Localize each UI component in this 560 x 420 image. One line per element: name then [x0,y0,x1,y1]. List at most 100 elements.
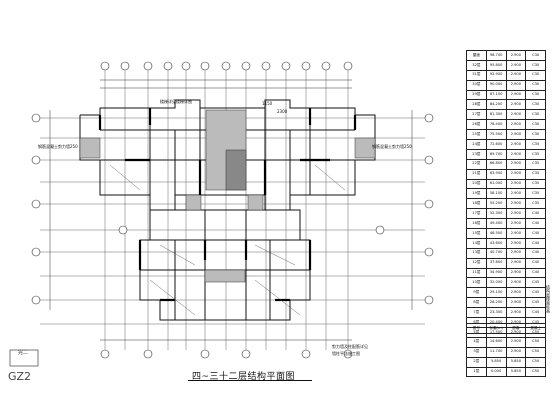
note-line-1: 剪力墙及柱配筋详见 [332,344,368,349]
table-cell: 7层 [466,307,487,319]
table-cell: C30 [525,99,546,111]
table-cell: 4层 [466,336,487,348]
table-cell: 66.800 [485,158,507,170]
table-cell: 87.100 [485,89,507,101]
table-cell: 34.900 [485,267,507,279]
table-cell: 92.900 [485,69,507,81]
table-cell: 28层 [466,99,487,111]
table-cell: 78.400 [485,119,507,131]
table-cell: 1层 [466,366,487,378]
table-header-row: 层号标高(m)层高混凝土 [466,323,546,334]
table-cell: 2.900 [505,208,527,220]
table-cell: 52.300 [485,208,507,220]
table-cell: 2.900 [505,287,527,299]
table-cell: C40 [525,237,546,249]
table-cell: 2.900 [505,148,527,160]
table-header-cell: 层号 [466,323,487,334]
table-cell: 5.850 [485,356,507,368]
table-header-cell: 标高(m) [485,323,507,334]
table-cell: C50 [525,346,546,358]
table-cell: C50 [525,366,546,378]
table-cell: 75.500 [485,129,507,141]
table-cell: C40 [525,218,546,230]
table-cell: 90.000 [485,79,507,91]
table-cell: 2.900 [505,129,527,141]
table-cell: 55.200 [485,198,507,210]
slab-marks [109,164,346,316]
table-cell: C40 [525,208,546,220]
table-cell: 30层 [466,79,487,91]
table-cell: 11.700 [485,346,507,358]
table-cell: 84.200 [485,99,507,111]
table-cell: 69.700 [485,148,507,160]
table-cell: 2.900 [505,89,527,101]
table-cell: 2.900 [505,297,527,309]
detail-frame [9,349,39,367]
table-cell: 2.900 [505,168,527,180]
table-cell: 8层 [466,297,487,309]
table-cell: 10层 [466,277,487,289]
table-cell: 37.800 [485,257,507,269]
table-cell: 72.600 [485,139,507,150]
table-cell: 2.900 [505,158,527,170]
table-cell: 2.900 [505,277,527,289]
table-cell: 32层 [466,59,487,71]
table-cell: 20层 [466,178,487,190]
table-cell: 21层 [466,168,487,180]
table-cell: 2.900 [505,119,527,131]
stair-note: 楼梯详见楼梯详图 [160,98,192,104]
table-cell: C30 [525,89,546,101]
table-cell: 2.900 [505,198,527,210]
table-cell: 2.900 [505,109,527,121]
detail-label: GZ2 [8,370,32,383]
table-cell: C35 [525,139,546,150]
table-cell: 13层 [466,247,487,259]
table-cell: 2.900 [505,50,527,61]
table-cell: 2.900 [505,178,527,190]
table-cell: 63.900 [485,168,507,180]
table-cell: C35 [525,178,546,190]
table-cell: C45 [525,287,546,299]
table-cell: C50 [525,336,546,348]
table-cell: C40 [525,257,546,269]
table-cell: 24层 [466,139,487,150]
table-cell: C45 [525,277,546,289]
dim-top-b: 2300 [277,109,288,114]
note-line-2: 墙柱平法施工图 [332,351,360,356]
table-cell: 16层 [466,218,487,230]
table-cell: 2.900 [505,237,527,249]
table-cell: 2.900 [505,307,527,319]
table-cell: 26.200 [485,297,507,309]
table-cell: 58.100 [485,188,507,200]
table-cell: 26层 [466,119,487,131]
dimension-lines [49,79,413,341]
table-cell: 31层 [466,69,487,81]
dimension-labels: 1150 2300 钢筋混凝土剪力墙250 钢筋混凝土剪力墙250 楼梯详见楼梯… [38,98,412,149]
table-cell: 2.900 [505,59,527,71]
table-cell: 18层 [466,198,487,210]
table-cell: 81.300 [485,109,507,121]
table-cell: 27层 [466,109,487,121]
table-cell: 14.600 [485,336,507,348]
table-cell: C45 [525,307,546,319]
